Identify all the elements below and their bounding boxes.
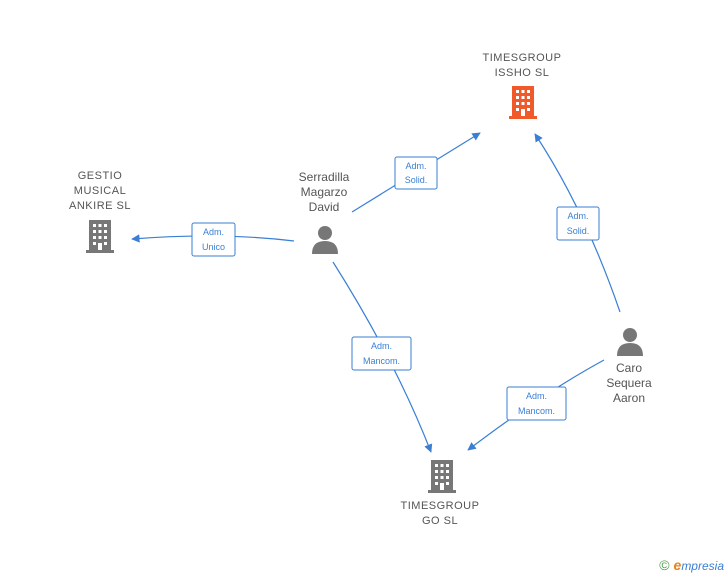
edge-label-line: Adm. [203, 227, 224, 237]
node-label-line: Sequera [606, 376, 652, 390]
node-label-line: GO SL [422, 515, 458, 527]
node-label-line: MUSICAL [74, 185, 126, 197]
edge-label-line: Solid. [567, 226, 590, 236]
edge-label-adm-solid-1[interactable]: Adm. Solid. [394, 156, 438, 190]
building-icon [86, 220, 114, 253]
node-label-line: ISSHO SL [495, 67, 550, 79]
person-icon [617, 328, 643, 356]
node-label-line: Serradilla [299, 170, 350, 184]
node-serradilla-magarzo-david[interactable]: Serradilla Magarzo David [299, 170, 350, 254]
node-label-line: Magarzo [301, 185, 348, 199]
edge-label-adm-mancom-1[interactable]: Adm. Mancom. [351, 336, 412, 371]
node-label-line: TIMESGROUP [483, 52, 562, 64]
node-timesgroup-issho[interactable]: TIMESGROUP ISSHO SL [483, 52, 562, 119]
brand-logo-text: mpresia [681, 559, 724, 573]
node-label-line: GESTIO [78, 170, 123, 182]
edge-label-line: Mancom. [518, 406, 555, 416]
edge-label-line: Unico [202, 242, 225, 252]
footer-brand: ©empresia [659, 557, 724, 573]
edge-label-adm-mancom-2[interactable]: Adm. Mancom. [506, 386, 567, 421]
edge-label-line: Mancom. [363, 356, 400, 366]
edge-labels: Adm. Solid. Adm. Unico Adm. Mancom. Adm.… [191, 156, 600, 421]
node-label-line: TIMESGROUP [401, 500, 480, 512]
edge-label-adm-solid-2[interactable]: Adm. Solid. [556, 206, 600, 241]
node-label-line: David [309, 200, 340, 214]
building-icon [428, 460, 456, 493]
building-icon [509, 86, 537, 119]
node-label-line: Aaron [613, 391, 645, 405]
edge-label-adm-unico[interactable]: Adm. Unico [191, 222, 236, 257]
node-gestio-musical-ankire[interactable]: GESTIO MUSICAL ANKIRE SL [69, 170, 131, 253]
node-label-line: ANKIRE SL [69, 200, 131, 212]
node-label-line: Caro [616, 361, 642, 375]
edge-label-line: Solid. [405, 175, 428, 185]
node-caro-sequera-aaron[interactable]: Caro Sequera Aaron [606, 328, 652, 405]
brand-logo-initial: e [673, 557, 682, 573]
edge-label-line: Adm. [405, 161, 426, 171]
copyright-icon: © [659, 557, 670, 573]
edge-label-line: Adm. [526, 391, 547, 401]
edge-label-line: Adm. [371, 341, 392, 351]
edge-label-line: Adm. [567, 211, 588, 221]
person-icon [312, 226, 338, 254]
node-timesgroup-go[interactable]: TIMESGROUP GO SL [401, 460, 480, 527]
